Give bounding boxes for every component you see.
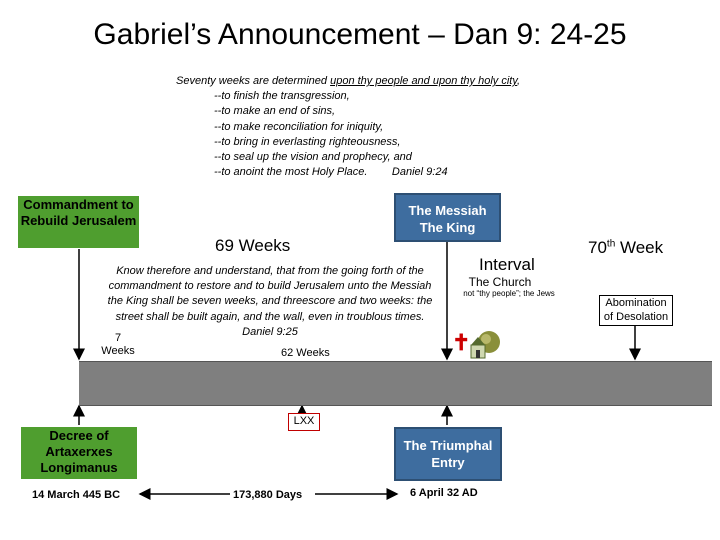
week-70-suffix: th (606, 238, 616, 250)
interval-label: Interval (479, 255, 535, 274)
quote-item: --to seal up the vision and prophecy, an… (214, 151, 412, 164)
quote-line: Daniel 9:25 (242, 325, 298, 338)
quote-item: --to make reconciliation for iniquity, (214, 120, 384, 133)
daniel-9-25-quote: Know therefore and understand, that from… (84, 264, 456, 340)
quote-line: street shall be built again, and the wal… (115, 310, 425, 323)
week-70-word: Week (615, 238, 664, 257)
week-70-number: 70 (588, 238, 607, 257)
sixtytwo-weeks-label: 62 Weeks (281, 347, 330, 359)
church-icon (467, 328, 503, 360)
seven-weeks-word: Weeks (101, 345, 135, 357)
seven-weeks-number: 7 (114, 332, 122, 344)
triumphal-entry-box: The Triumphal Entry (394, 427, 502, 481)
quote-line: the King shall be seven weeks, and three… (107, 295, 433, 308)
weeks-69-label: 69 Weeks (215, 236, 291, 255)
daniel-9-24-quote: Seventy weeks are determined upon thy pe… (176, 74, 576, 180)
quote-item: --to bring in everlasting righteousness, (214, 135, 401, 148)
quote-intro: Seventy weeks are determined (176, 75, 331, 87)
seven-weeks-label: 7 Weeks (98, 332, 138, 358)
abomination-box: Abomination of Desolation (599, 295, 673, 326)
cross-icon: ✝ (452, 330, 471, 355)
quote-item: --to finish the transgression, (214, 90, 350, 103)
church-label: The Church (468, 275, 532, 289)
start-date-label: 14 March 445 BC (32, 489, 121, 501)
end-date-label: 6 April 32 AD (410, 487, 478, 499)
commandment-box: Commandment to Rebuild Jerusalem (18, 196, 139, 248)
church-note: not “thy people”; the Jews (463, 289, 555, 298)
quote-comma: , (517, 75, 521, 87)
quote-item: --to make an end of sins, (214, 105, 336, 118)
week-70-label: 70th Week (588, 238, 663, 258)
quote-line: Know therefore and understand, that from… (116, 265, 424, 277)
quote-line: commandment to restore and to build Jeru… (108, 280, 432, 293)
timeline-bar (79, 361, 712, 406)
days-label: 173,880 Days (233, 489, 303, 501)
decree-box: Decree of Artaxerxes Longimanus (21, 427, 137, 479)
quote-underlined: upon thy people and upon thy holy city (330, 75, 518, 87)
page-title: Gabriel’s Announcement – Dan 9: 24-25 (93, 18, 627, 51)
quote-item: --to anoint the most Holy Place. Daniel … (214, 166, 448, 179)
messiah-box: The Messiah The King (394, 193, 501, 242)
lxx-box: LXX (288, 413, 320, 431)
